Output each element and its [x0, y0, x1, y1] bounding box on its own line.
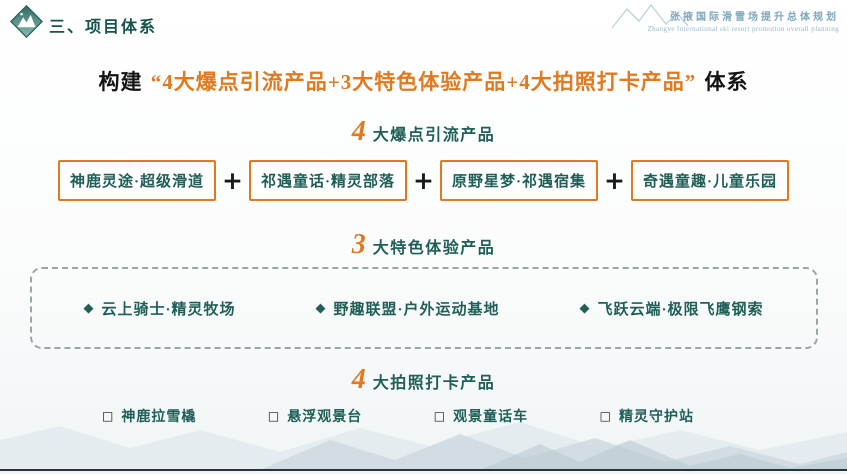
diamond-bullet-icon: ◆	[579, 300, 591, 316]
experience-item: ◆ 野趣联盟·户外运动基地	[315, 298, 499, 319]
photo-item-label: 精灵守护站	[618, 409, 694, 425]
photo-item-label: 悬浮观景台	[287, 409, 363, 425]
photo-item: □ 神鹿拉雪橇	[102, 406, 196, 426]
main-title-suffix: 体系	[704, 70, 749, 94]
main-title-highlight: “4大爆点引流产品+3大特色体验产品+4大拍照打卡产品”	[150, 70, 697, 94]
experience-item: ◆ 飞跃云端·极限飞鹰钢索	[579, 298, 763, 319]
plus-sign: +	[603, 166, 625, 196]
plus-sign: +	[413, 166, 434, 196]
photo-products-row: □ 神鹿拉雪橇 □ 悬浮观景台 □ 观景童话车 □ 精灵守护站	[102, 406, 694, 426]
photo-item-label: 观景童话车	[453, 409, 529, 425]
experience-item-label: 云上骑士·精灵牧场	[101, 301, 236, 318]
photo-item: □ 观景童话车	[434, 406, 528, 426]
logo-mountain-diamond-icon	[9, 4, 44, 39]
square-bullet-icon: □	[267, 408, 281, 423]
experience-item-label: 飞跃云端·极限飞鹰钢索	[597, 301, 764, 318]
section1-label: 大爆点引流产品	[372, 127, 496, 144]
experience-item: ◆ 云上骑士·精灵牧场	[84, 298, 236, 319]
section3-heading: 4 大拍照打卡产品	[0, 364, 847, 396]
experience-products-panel: ◆ 云上骑士·精灵牧场 ◆ 野趣联盟·户外运动基地 ◆ 飞跃云端·极限飞鹰钢索	[29, 267, 818, 350]
product-box: 原野星梦·祁遇宿集	[439, 160, 598, 202]
square-bullet-icon: □	[599, 408, 612, 423]
main-title-prefix: 构建	[98, 70, 143, 94]
section1-number: 4	[351, 116, 366, 147]
section1-heading: 4 大爆点引流产品	[0, 116, 847, 148]
watermark-english: Zhangye International ski resort promoti…	[647, 25, 839, 33]
product-box: 奇遇童趣·儿童乐园	[630, 160, 789, 202]
main-title: 构建 “4大爆点引流产品+3大特色体验产品+4大拍照打卡产品” 体系	[0, 66, 847, 96]
section2-heading: 3 大特色体验产品	[0, 229, 847, 261]
photo-item-label: 神鹿拉雪橇	[121, 409, 197, 425]
watermark: 张掖国际滑雪场提升总体规划 Zhangye International ski …	[647, 8, 839, 33]
flagship-products-row: 神鹿灵途·超级滑道 + 祁遇童话·精灵部落 + 原野星梦·祁遇宿集 + 奇遇童趣…	[0, 160, 847, 202]
diamond-bullet-icon: ◆	[83, 300, 95, 316]
section3-label: 大拍照打卡产品	[372, 375, 496, 393]
experience-item-label: 野趣联盟·户外运动基地	[333, 301, 500, 318]
product-box: 神鹿灵途·超级滑道	[58, 160, 217, 202]
product-box: 祁遇童话·精灵部落	[249, 160, 408, 202]
section3-number: 4	[351, 364, 366, 396]
section2-label: 大特色体验产品	[372, 240, 496, 258]
watermark-mountain-icon	[611, 3, 689, 29]
header: 三、项目体系 张掖国际滑雪场提升总体规划 Zhangye Internation…	[0, 0, 847, 46]
photo-item: □ 悬浮观景台	[268, 406, 362, 426]
plus-sign: +	[222, 166, 243, 196]
square-bullet-icon: □	[433, 408, 447, 423]
page-title: 三、项目体系	[49, 19, 158, 36]
photo-item: □ 精灵守护站	[600, 406, 694, 426]
section2-number: 3	[351, 229, 366, 261]
diamond-bullet-icon: ◆	[315, 300, 327, 316]
watermark-chinese: 张掖国际滑雪场提升总体规划	[670, 12, 839, 23]
bottom-border-line	[0, 469, 847, 471]
square-bullet-icon: □	[102, 408, 115, 423]
